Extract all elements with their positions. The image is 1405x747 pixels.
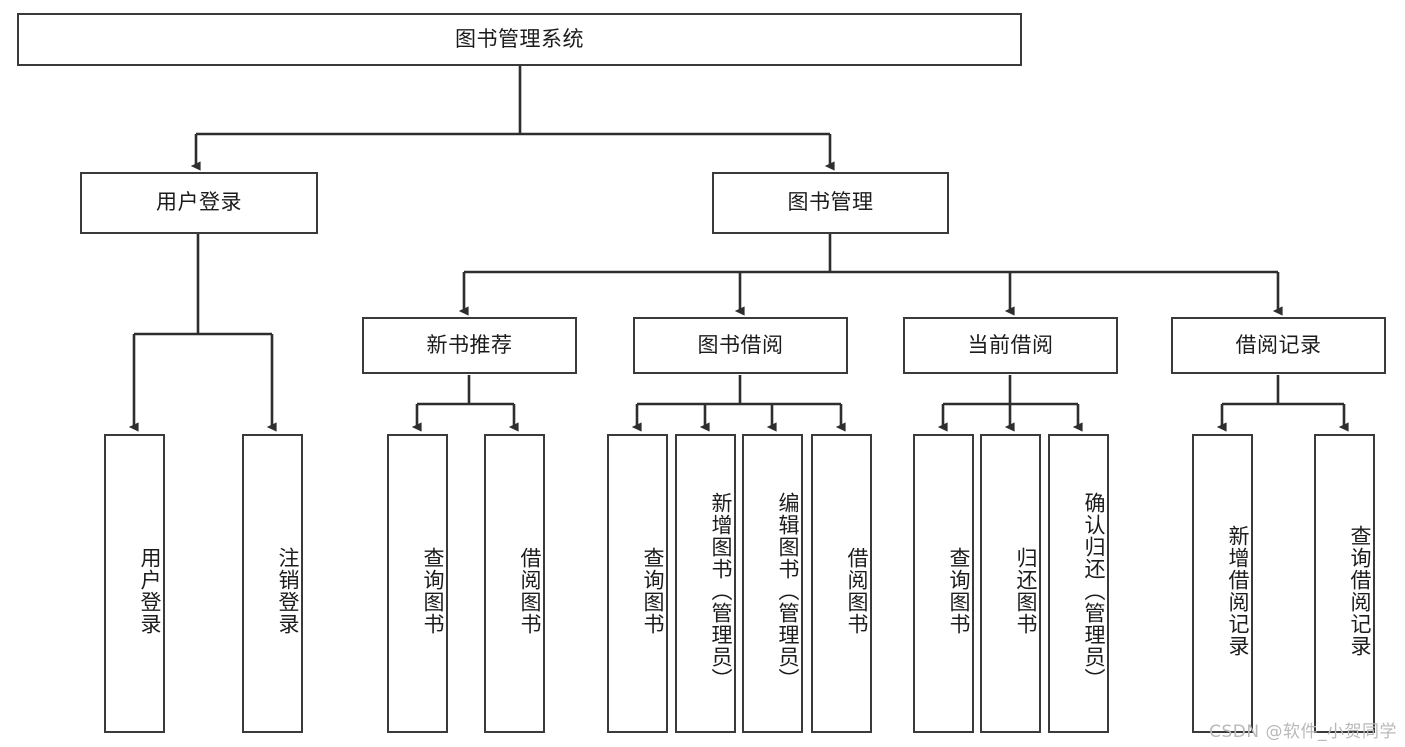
leaf-borrow-add-book-admin[interactable]: 新增图书（管理员）: [675, 434, 736, 733]
leaf-borrow-borrow-book[interactable]: 借阅图书: [811, 434, 872, 733]
leaf-borrow-edit-book-admin[interactable]: 编辑图书（管理员）: [742, 434, 803, 733]
node-user-login[interactable]: 用户登录: [80, 172, 318, 234]
node-label: 归还图书: [1014, 546, 1038, 635]
node-label: 查询图书: [947, 546, 971, 635]
node-label: 查询图书: [641, 546, 665, 635]
node-label: 新增借阅记录: [1226, 524, 1250, 657]
leaf-borrow-query-book[interactable]: 查询图书: [607, 434, 668, 733]
leaf-logout-login[interactable]: 注销登录: [242, 434, 303, 733]
node-label: 图书管理系统: [455, 26, 584, 51]
node-label: 用户登录: [156, 190, 242, 215]
leaf-current-return-book[interactable]: 归还图书: [980, 434, 1041, 733]
leaf-record-add-borrow-record[interactable]: 新增借阅记录: [1192, 434, 1253, 733]
node-label: 查询图书: [421, 546, 445, 635]
node-label: 新书推荐: [426, 332, 513, 357]
node-label: 注销登录: [276, 546, 300, 635]
node-borrow-record[interactable]: 借阅记录: [1171, 317, 1386, 374]
leaf-current-query-book[interactable]: 查询图书: [913, 434, 974, 733]
leaf-recommend-query-book[interactable]: 查询图书: [387, 434, 448, 733]
node-book-management[interactable]: 图书管理: [712, 172, 949, 234]
node-label: 查询借阅记录: [1348, 524, 1372, 657]
node-label: 用户登录: [138, 546, 162, 635]
leaf-record-query-borrow-record[interactable]: 查询借阅记录: [1314, 434, 1375, 733]
node-label: 确认归还（管理员）: [1082, 491, 1106, 690]
node-label: 编辑图书（管理员）: [776, 491, 800, 690]
node-label: 图书管理: [787, 190, 874, 215]
node-label: 借阅图书: [518, 546, 542, 635]
csdn-watermark: CSDN @软件_小贺同学: [1209, 722, 1397, 742]
node-new-book-recommend[interactable]: 新书推荐: [362, 317, 577, 374]
node-label: 新增图书（管理员）: [709, 491, 733, 690]
leaf-current-confirm-return-admin[interactable]: 确认归还（管理员）: [1048, 434, 1109, 733]
node-label: 当前借阅: [967, 332, 1054, 357]
node-book-borrow[interactable]: 图书借阅: [633, 317, 848, 374]
node-root-system[interactable]: 图书管理系统: [17, 13, 1022, 66]
node-current-borrow[interactable]: 当前借阅: [903, 317, 1118, 374]
node-label: 借阅记录: [1235, 332, 1322, 357]
node-label: 借阅图书: [845, 546, 869, 635]
node-label: 图书借阅: [697, 332, 784, 357]
leaf-user-login[interactable]: 用户登录: [104, 434, 165, 733]
leaf-recommend-borrow-book[interactable]: 借阅图书: [484, 434, 545, 733]
